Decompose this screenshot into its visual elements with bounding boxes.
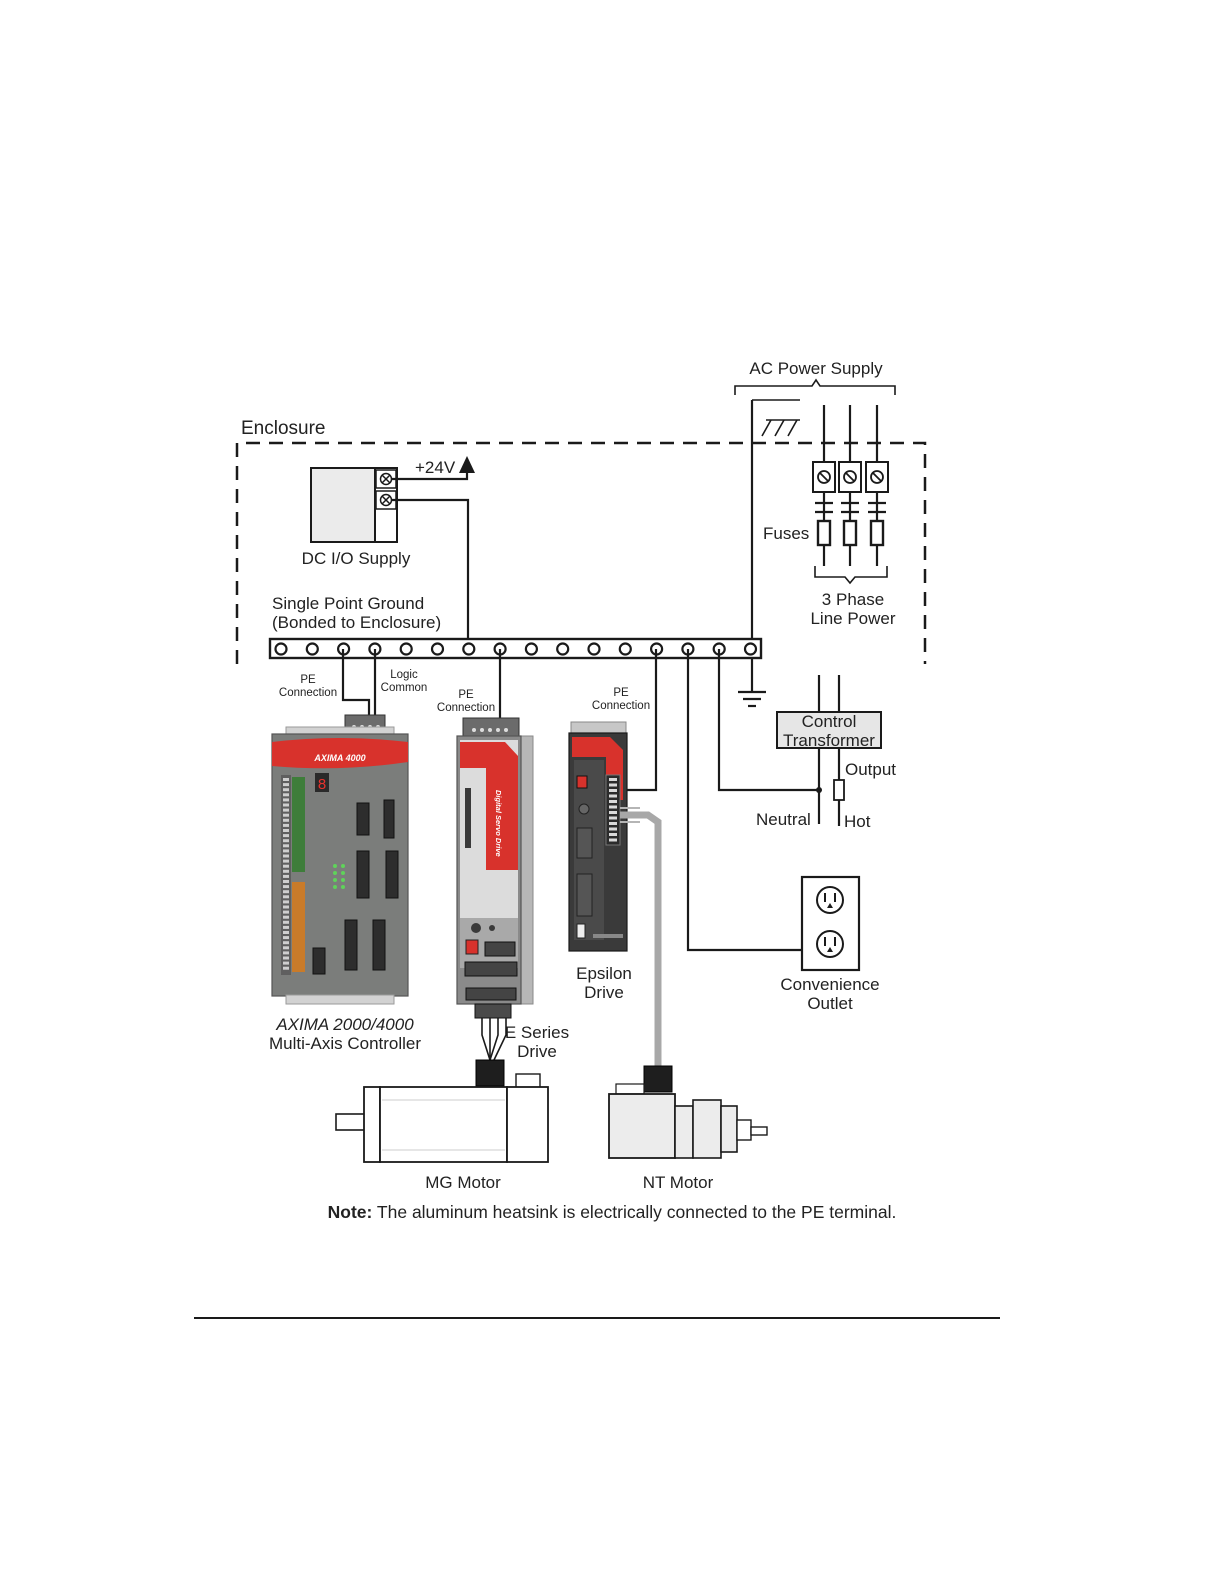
pe-connection-right-label-2: Connection <box>592 700 650 712</box>
epsilon-drive-label: Epsilon <box>576 964 632 983</box>
ac-power-bracket <box>734 378 896 395</box>
terminal-screw-icon <box>865 461 889 493</box>
fuse-icon <box>833 779 845 801</box>
convenience-outlet-label: Convenience <box>780 975 879 994</box>
bus-terminal-icon <box>618 642 632 656</box>
logic-common-label: Logic <box>390 669 418 681</box>
pe-connection-left-label: PE <box>300 674 316 686</box>
axima-model-label: AXIMA 2000/4000 <box>275 1015 414 1034</box>
transformer-label: Transformer <box>783 731 875 750</box>
enclosure-label: Enclosure <box>241 418 326 439</box>
dc-io-supply-label: DC I/O Supply <box>302 549 411 568</box>
enclosure-boundary: Enclosure <box>235 418 927 664</box>
voltage-arrow-icon <box>459 456 475 473</box>
bus-terminal-icon <box>399 642 413 656</box>
page-footer-rule <box>194 1317 1000 1319</box>
svg-text:8: 8 <box>318 776 326 793</box>
note-prefix: Note: <box>327 1202 373 1222</box>
terminal-screw-icon <box>375 469 397 489</box>
bus-terminal-icon <box>274 642 288 656</box>
logic-common-label-2: Common <box>381 682 428 694</box>
plus-24v-label: +24V <box>415 458 456 477</box>
multi-axis-controller-label: Multi-Axis Controller <box>269 1034 421 1053</box>
fuses: Fuses 3 Phase Line Power <box>763 519 896 628</box>
epsilon-drive-label-2: Drive <box>584 983 624 1002</box>
e-series-drive-label: E Series <box>505 1023 569 1042</box>
bus-terminal-icon <box>305 642 319 656</box>
single-point-ground-bus: Single Point Ground (Bonded to Enclosure… <box>268 594 763 660</box>
db9-connector-icon <box>356 802 370 836</box>
terminal-screw-icon <box>375 490 397 510</box>
terminal-screw-icon <box>812 461 836 493</box>
bus-terminal-icon <box>462 642 476 656</box>
outlet-receptacle-icon <box>816 930 844 958</box>
ac-power-supply-label: AC Power Supply <box>749 359 883 378</box>
single-point-ground-label: Single Point Ground <box>272 594 424 613</box>
mg-motor: MG Motor <box>335 1059 549 1192</box>
nt-motor-label: NT Motor <box>643 1173 714 1192</box>
control-transformer-label: Control <box>802 712 857 731</box>
dc-io-supply: DC I/O Supply +24V <box>302 456 475 647</box>
fuses-label: Fuses <box>763 524 809 543</box>
bus-terminal-icon <box>524 642 539 656</box>
ac-power-supply: AC Power Supply <box>734 359 896 647</box>
neutral-label: Neutral <box>756 810 811 829</box>
line-power-label: Line Power <box>810 609 895 628</box>
output-label: Output <box>845 760 896 779</box>
phase-terminal-blocks <box>812 461 889 566</box>
e-series-drive-label-2: Drive <box>517 1042 557 1061</box>
bus-terminal-icon <box>430 642 445 656</box>
heatsink-note: Note: The aluminum heatsink is electrica… <box>0 1202 1224 1223</box>
convenience-outlet: Convenience Outlet <box>780 875 880 1013</box>
mg-motor-label: MG Motor <box>425 1173 501 1192</box>
hot-label: Hot <box>844 812 871 831</box>
epsilon-drive: Epsilon Drive <box>568 721 632 1002</box>
pe-connection-mid-label-2: Connection <box>437 702 495 714</box>
pe-connection-left-label-2: Connection <box>279 687 337 699</box>
earth-ground-icon <box>750 399 800 647</box>
bus-terminal-icon <box>743 642 758 656</box>
fuse-icon <box>816 519 832 547</box>
e-series-drive: Digital Servo Drive E Series Drive <box>456 717 569 1061</box>
chassis-ground-icon <box>738 658 766 708</box>
fuse-icon <box>842 519 858 547</box>
control-transformer: Control Transformer Output Neutral Hot <box>756 675 896 831</box>
axima-badge-label: AXIMA 4000 <box>313 753 365 763</box>
bonded-to-enclosure-label: (Bonded to Enclosure) <box>272 613 441 632</box>
outlet-label: Outlet <box>807 994 853 1013</box>
digital-servo-drive-label: Digital Servo Drive <box>494 790 503 857</box>
bus-terminal-icon <box>556 642 570 656</box>
fuse-icon <box>869 519 885 547</box>
axima-controller: AXIMA 4000 8 AXIMA 2000/4000 Multi-Axis … <box>269 714 421 1053</box>
pe-connection-right-label: PE <box>613 687 629 699</box>
terminal-screw-icon <box>838 461 862 493</box>
outlet-receptacle-icon <box>816 886 844 914</box>
note-text: The aluminum heatsink is electrically co… <box>372 1202 897 1222</box>
nt-motor: NT Motor <box>608 1065 768 1192</box>
three-phase-label: 3 Phase <box>822 590 884 609</box>
pe-connection-mid-label: PE <box>458 689 474 701</box>
bus-terminal-icon <box>587 642 601 656</box>
